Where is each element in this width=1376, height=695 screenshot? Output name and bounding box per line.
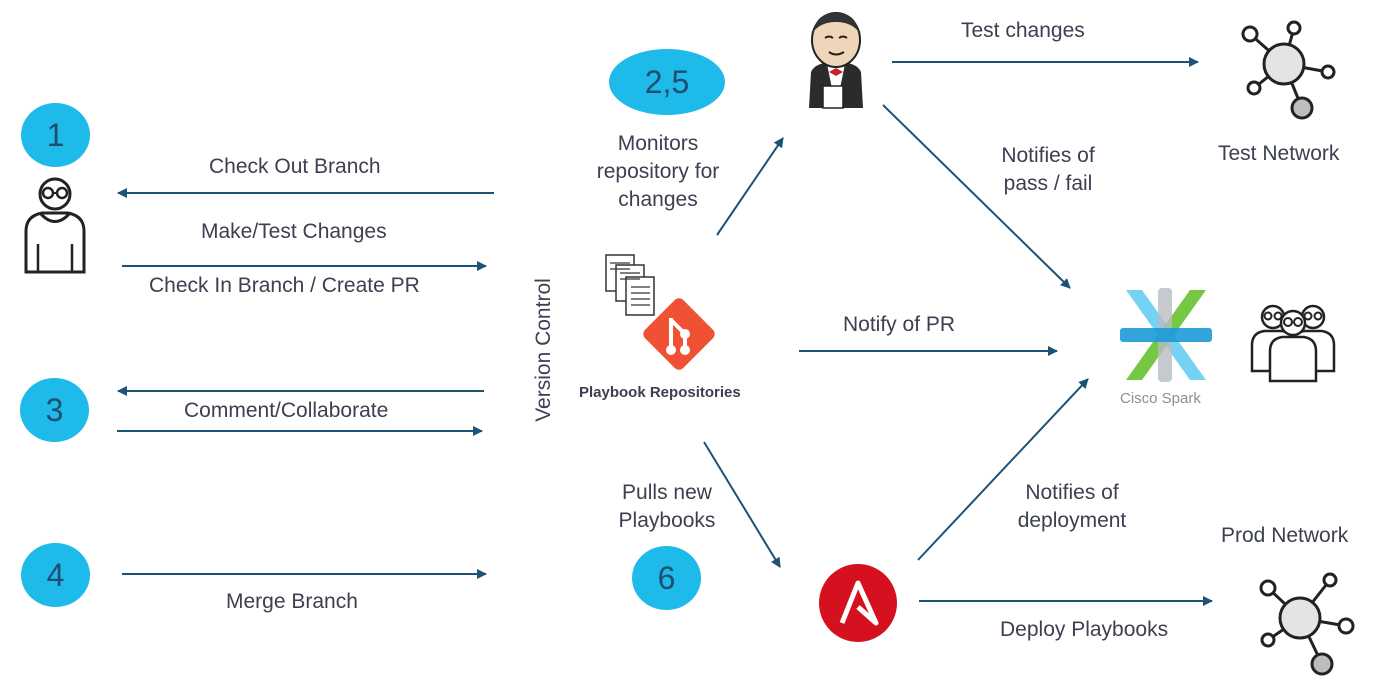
user-icon [24,177,86,274]
notifies-deploy-label: Notifies of deployment [1017,481,1127,532]
cisco-spark-icon [1120,288,1212,382]
step-2-5-badge: 2,5 [609,49,725,115]
network-icon [1241,20,1336,120]
arrow-notifies-pass [882,104,1071,289]
ansible-icon [819,564,897,642]
prod-network-label: Prod Network [1221,524,1349,547]
jenkins-icon [809,12,863,109]
team-icon [1250,304,1336,383]
pulls-label: Pulls new Playbooks [618,481,716,532]
documents-icon [605,254,655,316]
step-1-badge: 1 [21,103,90,167]
arrow-notifies-deploy [917,378,1089,561]
git-icon [643,298,715,370]
arrow-monitors [716,137,784,236]
check-in-label: Check In Branch / Create PR [149,274,420,297]
notifies-pass-label: Notifies of pass / fail [1001,144,1095,195]
step-4-badge: 4 [21,543,90,607]
test-changes-label: Test changes [961,19,1085,42]
monitors-label: Monitors repository for changes [596,132,720,211]
check-out-label: Check Out Branch [209,155,381,178]
notify-pr-label: Notify of PR [843,313,956,336]
step-6-badge: 6 [632,546,701,610]
deploy-playbooks-label: Deploy Playbooks [1000,618,1169,641]
test-network-label: Test Network [1218,142,1340,165]
network-icon [1259,572,1355,676]
playbook-repositories-label: Playbook Repositories [579,384,741,401]
arrow-pulls [703,441,781,568]
make-test-label: Make/Test Changes [201,220,387,243]
cisco-spark-label: Cisco Spark [1120,390,1201,407]
step-3-badge: 3 [20,378,89,442]
merge-label: Merge Branch [226,590,358,613]
comment-label: Comment/Collaborate [184,399,389,422]
